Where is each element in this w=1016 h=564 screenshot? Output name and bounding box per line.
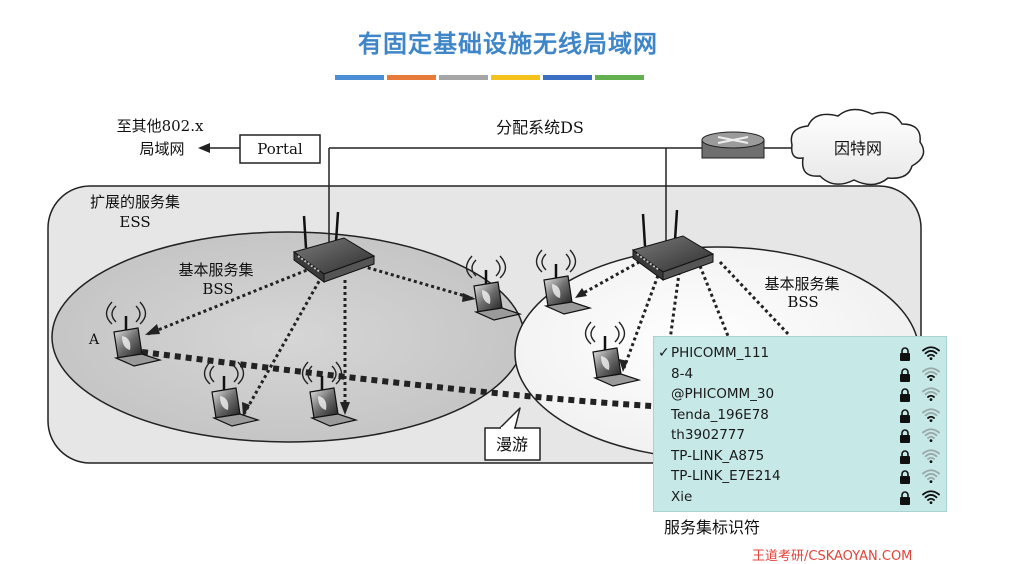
lock-icon [900,367,910,382]
ssid-caption: 服务集标识符 [664,518,761,537]
lock-icon [900,388,910,402]
roaming-path [141,349,653,409]
wifi-network-row[interactable]: ✓PHICOMM_111 [654,343,948,363]
wifi-network-row[interactable]: Xie [654,487,948,507]
wifi-network-name: Xie [671,488,693,505]
lock-icon [900,347,910,361]
lock-icon [900,429,910,443]
wifi-network-name: TP-LINK_A875 [671,447,765,464]
wifi-network-row[interactable]: Tenda_196E78 [654,405,948,425]
portal-box [239,134,321,164]
roaming-label: 漫游 [496,435,528,454]
lock-icon [900,449,910,464]
wifi-signal-icon [922,387,940,401]
bss-right-label-line1: 基本服务集 [764,275,839,293]
internet-cloud [790,108,925,186]
color-bar-segment [543,75,592,80]
roaming-callout: 漫游 [484,407,541,461]
wifi-signal-icon [922,448,940,463]
internet-label: 因特网 [834,139,882,158]
wifi-signal-icon [922,366,940,381]
wifi-network-name: TP-LINK_E7E214 [671,468,781,484]
wifi-signal-icon [922,428,940,442]
lock-icon [900,470,910,484]
color-bar-segment [491,75,540,80]
link-arrowheads [145,288,628,417]
wifi-network-name: @PHICOMM_30 [671,386,775,402]
wifi-network-row[interactable]: th3902777 [654,425,948,445]
wireless-links [147,254,792,415]
lock-icon [900,490,910,505]
wifi-network-name: th3902777 [671,427,745,443]
wifi-signal-icon [922,489,940,504]
color-bar-segment [439,75,488,80]
wifi-network-row[interactable]: TP-LINK_A875 [654,446,948,466]
wifi-signal-icon [922,346,940,360]
portal-label: Portal [257,140,303,158]
watermark: 王道考研/CSKAOYAN.COM [752,549,913,564]
wifi-network-row[interactable]: 8-4 [654,364,948,384]
ess-label-line1: 扩展的服务集 [90,193,180,211]
color-bar-segment [595,75,644,80]
wifi-signal-icon [922,407,940,422]
other-lan-label-line2: 局域网 [139,140,184,158]
checkmark-icon: ✓ [658,345,670,361]
wifi-network-name: PHICOMM_111 [671,345,770,361]
station-a-label: A [88,332,100,348]
color-bar-segment [387,75,436,80]
ess-label-line2: ESS [119,213,150,231]
wifi-network-name: Tenda_196E78 [671,406,769,423]
wifi-network-name: 8-4 [671,365,694,382]
bss-right-label-line2: BSS [787,293,818,311]
router-icon [701,131,765,159]
bss-left-label-line1: 基本服务集 [178,261,253,279]
wifi-network-row[interactable]: @PHICOMM_30 [654,384,948,404]
wifi-signal-icon [922,469,940,483]
other-lan-label-line1: 至其他802.x [117,117,204,135]
bss-left-label-line2: BSS [202,280,233,298]
ds-label: 分配系统DS [496,118,584,137]
page-title: 有固定基础设施无线局域网 [358,30,658,58]
lock-icon [900,408,910,423]
wifi-network-row[interactable]: TP-LINK_E7E214 [654,466,948,486]
color-bar-segment [335,75,384,80]
